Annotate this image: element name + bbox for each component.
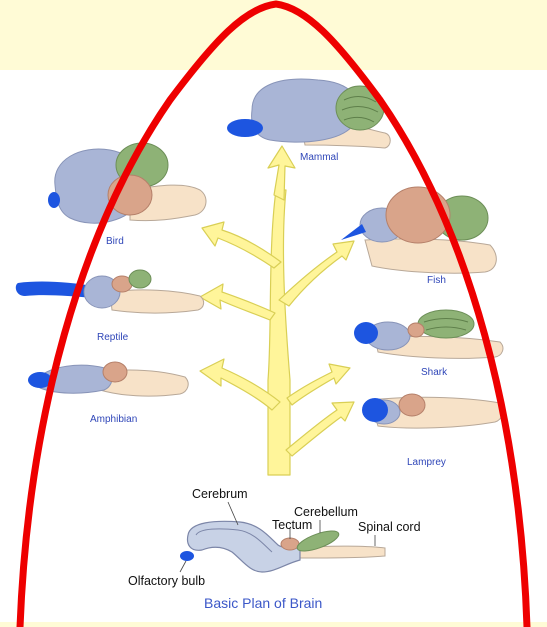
olfactory-bulb bbox=[362, 398, 388, 422]
mammal-label: Mammal bbox=[300, 152, 338, 163]
cerebrum-label: Cerebrum bbox=[192, 487, 248, 501]
shark-label: Shark bbox=[421, 367, 448, 378]
olfactory-bulb bbox=[180, 551, 194, 561]
tectum bbox=[399, 394, 425, 416]
cerebellum-label: Cerebellum bbox=[294, 505, 358, 519]
cerebellum bbox=[418, 310, 474, 338]
lamprey-label: Lamprey bbox=[407, 457, 446, 468]
olfactory-bulb-label: Olfactory bulb bbox=[128, 574, 205, 588]
tectum bbox=[103, 362, 127, 382]
tectum bbox=[281, 538, 299, 550]
basic-plan-title: Basic Plan of Brain bbox=[204, 595, 322, 611]
brainstem bbox=[365, 239, 496, 273]
bird-label: Bird bbox=[106, 236, 124, 247]
olfactory-bulb bbox=[354, 322, 378, 344]
olfactory-bulb bbox=[48, 192, 60, 208]
fish-label: Fish bbox=[427, 275, 446, 286]
tectum bbox=[408, 323, 424, 337]
spinal-cord-label: Spinal cord bbox=[358, 520, 421, 534]
olfactory-bulb bbox=[227, 119, 263, 137]
amphibian-label: Amphibian bbox=[90, 414, 137, 425]
brainstem bbox=[110, 290, 204, 313]
reptile-label: Reptile bbox=[97, 332, 129, 343]
cerebellum bbox=[129, 270, 151, 288]
tectum-label: Tectum bbox=[272, 518, 312, 532]
